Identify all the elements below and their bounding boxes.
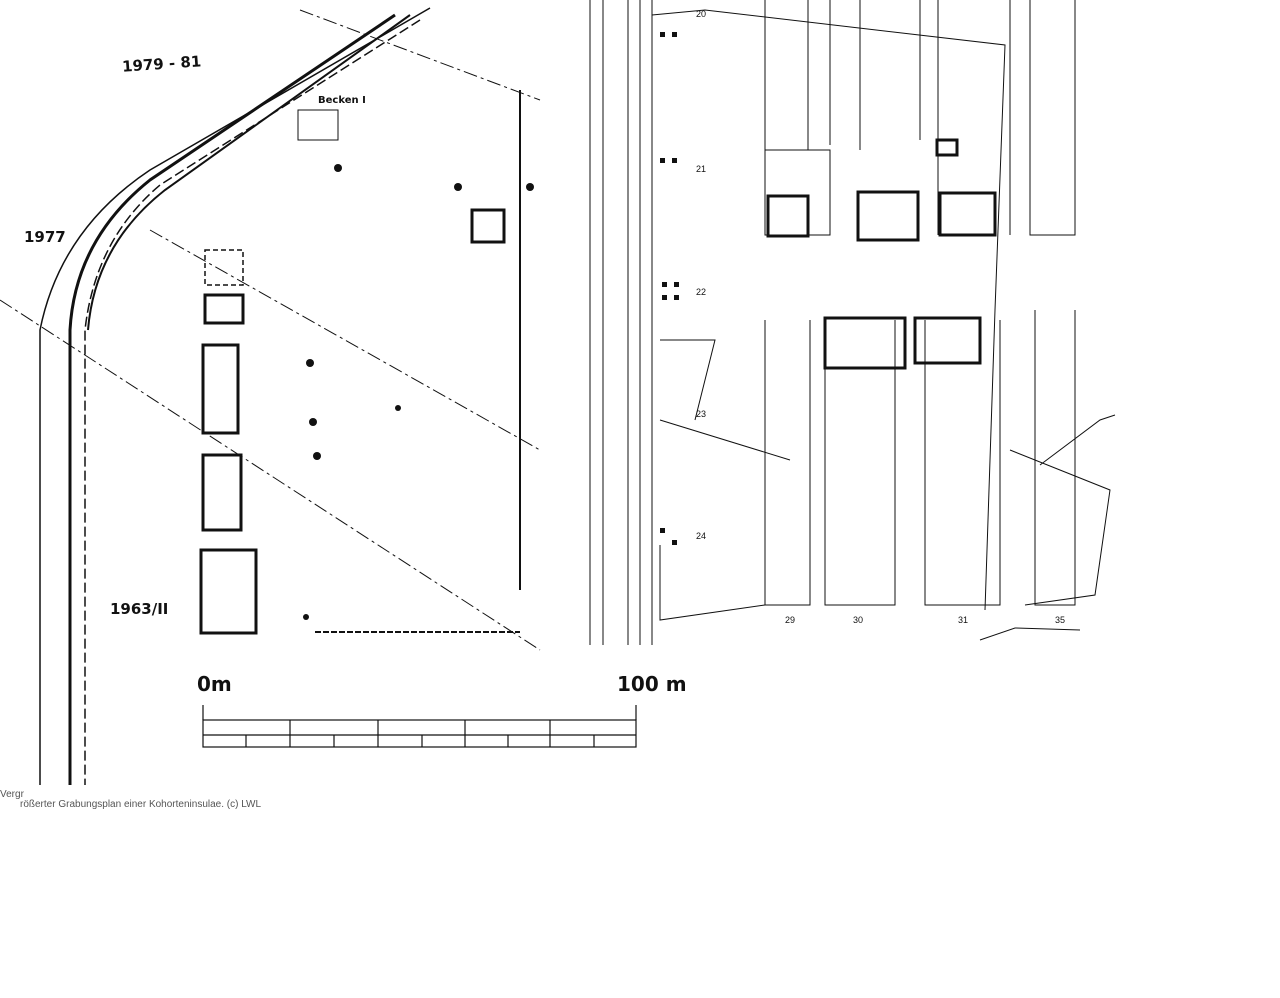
column-number: 30 [853,615,864,625]
caption-line-1: Vergr [0,789,24,800]
left-plan [0,7,637,785]
scale-bar [202,705,637,748]
road-inner [84,19,421,785]
column-number: 35 [1055,615,1066,625]
left-plan-dots [303,164,534,620]
row-number: 24 [696,531,707,541]
label-1963: 1963/II [110,600,169,618]
right-plan [589,0,1116,645]
row-number: 22 [696,287,707,297]
scale-end: 100 m [617,672,687,696]
row-number: 20 [696,9,707,19]
row-number: 21 [696,164,707,174]
column-number: 31 [958,615,969,625]
scale-start: 0m [197,672,232,696]
label-1977: 1977 [24,228,66,246]
right-plan-squares [660,32,679,545]
row-number: 23 [696,409,707,419]
road-outer [39,7,431,785]
caption-line-2: rößerter Grabungsplan einer Kohorteninsu… [20,799,262,810]
label-becken: Becken I [318,95,366,106]
column-number: 29 [785,615,796,625]
